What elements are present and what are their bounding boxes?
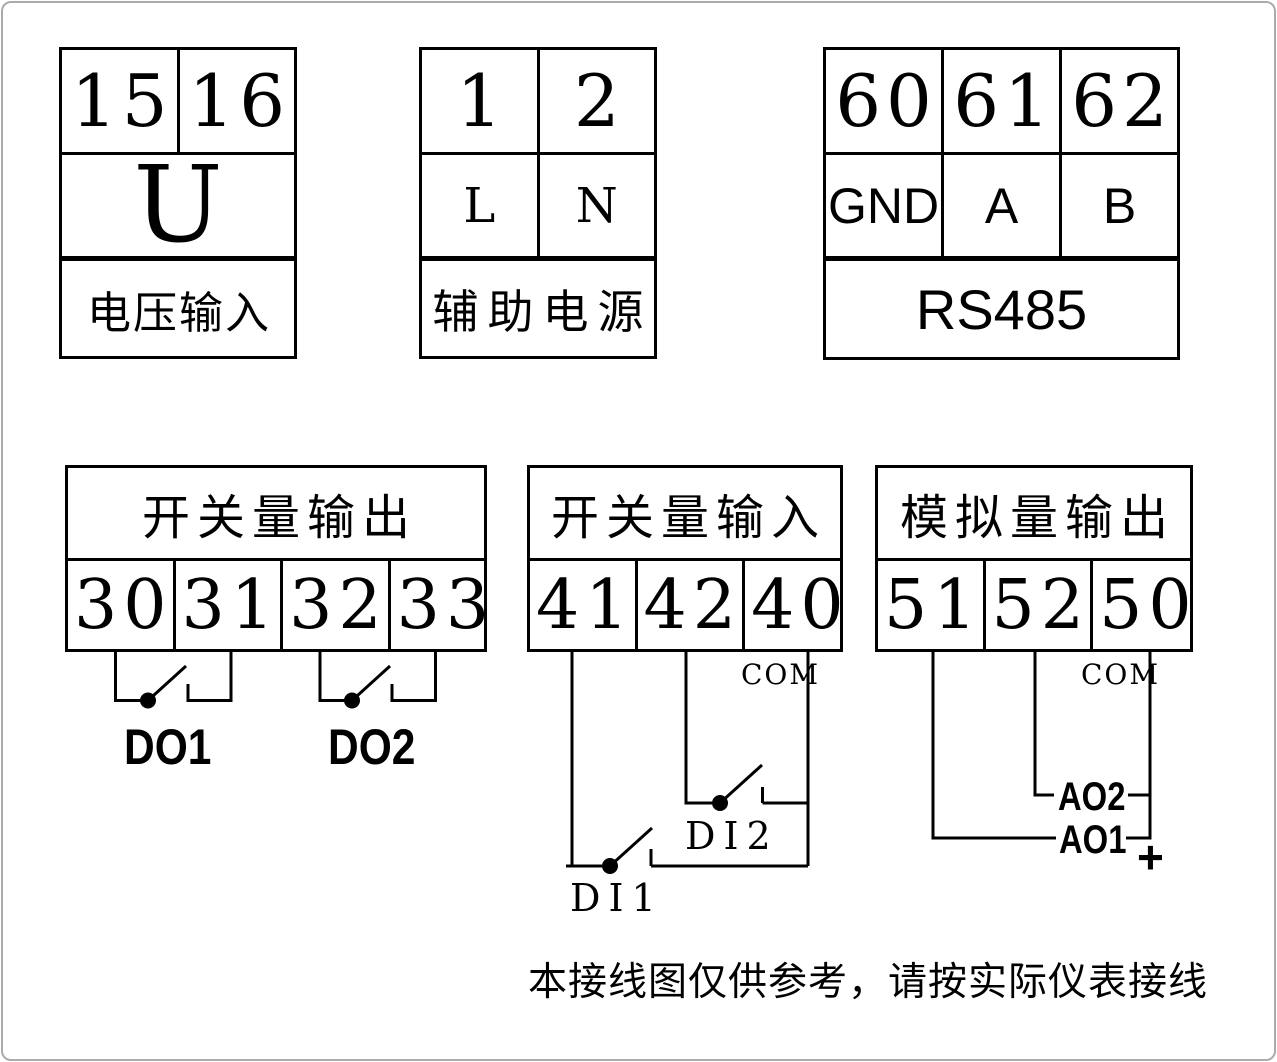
voltage-input-block: 15 16 U 电压输入: [59, 47, 297, 359]
terminal-2: 2: [536, 50, 655, 152]
di2-right-wire: [761, 787, 808, 805]
aux-label-row: 辅助电源: [422, 256, 654, 356]
aux-power-block: 1 2 L N 辅助电源: [419, 47, 657, 359]
rs485-wire-name-row: GND A B: [826, 152, 1177, 256]
terminal-40: 40: [742, 561, 850, 649]
di1-right-wire: [649, 849, 808, 868]
reference-footnote: 本接线图仅供参考，请按实际仪表接线: [528, 960, 1209, 1005]
terminal-16: 16: [176, 50, 295, 152]
ao2-channel-label: AO2: [1058, 775, 1126, 819]
analog-output-title-row: 模拟量输出: [878, 468, 1190, 561]
terminal-42: 42: [634, 561, 743, 649]
terminal-60: 60: [835, 59, 937, 143]
do2-right-wire: [390, 652, 437, 702]
do1-channel-label: DO1: [124, 719, 212, 775]
di1-switch-symbol: [566, 652, 808, 874]
do2-channel-label: DO2: [328, 719, 416, 775]
do1-switch-symbol: [114, 652, 233, 709]
di1-blade: [608, 826, 654, 868]
di1-left-wire: [566, 652, 602, 868]
terminal-62: 62: [1059, 50, 1177, 152]
digital-output-terminal-row: 30 31 32 33: [68, 561, 489, 649]
aux-wire-name-row: L N: [422, 152, 654, 256]
neutral-wire-label: N: [536, 155, 655, 256]
line-wire-label: L: [463, 177, 496, 234]
do1-left-wire: [114, 652, 141, 702]
aux-power-label: 辅助电源: [432, 284, 653, 339]
terminal-51: 51: [884, 565, 983, 645]
digital-input-title: 开关量输入: [550, 490, 826, 546]
digital-output-title-row: 开关量输出: [68, 468, 484, 561]
di2-channel-label: DI2: [685, 814, 779, 858]
voltage-symbol: U: [133, 143, 223, 267]
rs485-label: RS485: [915, 277, 1088, 341]
analog-output-terminal-row: 51 52 50: [878, 561, 1192, 649]
rs485-b-wire-label: B: [1059, 155, 1177, 256]
di1-channel-label: DI1: [570, 876, 664, 920]
digital-input-terminal-row: 41 42 40: [530, 561, 844, 649]
terminal-15: 15: [70, 59, 173, 143]
aux-terminal-row: 1 2: [422, 50, 654, 152]
terminal-61: 61: [941, 50, 1059, 152]
voltage-symbol-row: U: [62, 143, 294, 267]
terminal-1: 1: [456, 59, 508, 143]
do2-left-wire: [318, 652, 345, 702]
digital-output-title: 开关量输出: [141, 490, 417, 546]
terminal-52: 52: [982, 561, 1091, 649]
ao1-wire: [931, 652, 1056, 840]
gnd-wire-label: GND: [827, 177, 940, 234]
rs485-block: 60 61 62 GND A B RS485: [823, 47, 1180, 360]
di2-left-wire: [684, 652, 712, 805]
di2-blade: [718, 763, 764, 805]
analog-output-com-label: COM: [1081, 658, 1161, 691]
analog-output-title: 模拟量输出: [899, 490, 1175, 546]
voltage-terminal-row: 15 16: [62, 50, 294, 152]
digital-input-title-row: 开关量输入: [530, 468, 840, 561]
terminal-30: 30: [74, 565, 173, 645]
terminal-33: 33: [387, 561, 496, 649]
digital-input-com-label: COM: [741, 658, 821, 691]
ao2-wire: [1033, 652, 1054, 797]
terminal-41: 41: [536, 565, 635, 645]
analog-output-wires: [931, 652, 1152, 840]
ao1-channel-label: AO1: [1059, 818, 1127, 862]
do2-blade: [350, 664, 392, 702]
do2-switch-symbol: [318, 652, 437, 709]
terminal-31: 31: [172, 561, 281, 649]
analog-output-block: 模拟量输出 51 52 50: [875, 465, 1193, 652]
terminal-50: 50: [1090, 561, 1198, 649]
do1-right-wire: [186, 652, 233, 702]
digital-output-block: 开关量输出 30 31 32 33: [65, 465, 489, 652]
terminal-32: 32: [280, 561, 388, 649]
rs485-label-row: RS485: [826, 256, 1177, 357]
ao-com-bus-wire: [1126, 652, 1152, 840]
rs485-a-wire-label: A: [941, 155, 1059, 256]
voltage-label-row: 电压输入: [62, 256, 294, 356]
rs485-terminal-row: 60 61 62: [826, 50, 1177, 152]
voltage-input-label: 电压输入: [87, 287, 271, 339]
di2-switch-symbol: [684, 652, 808, 811]
digital-input-block: 开关量输入 41 42 40: [527, 465, 844, 652]
do1-blade: [146, 664, 188, 702]
polarity-plus-label: +: [1137, 831, 1164, 883]
